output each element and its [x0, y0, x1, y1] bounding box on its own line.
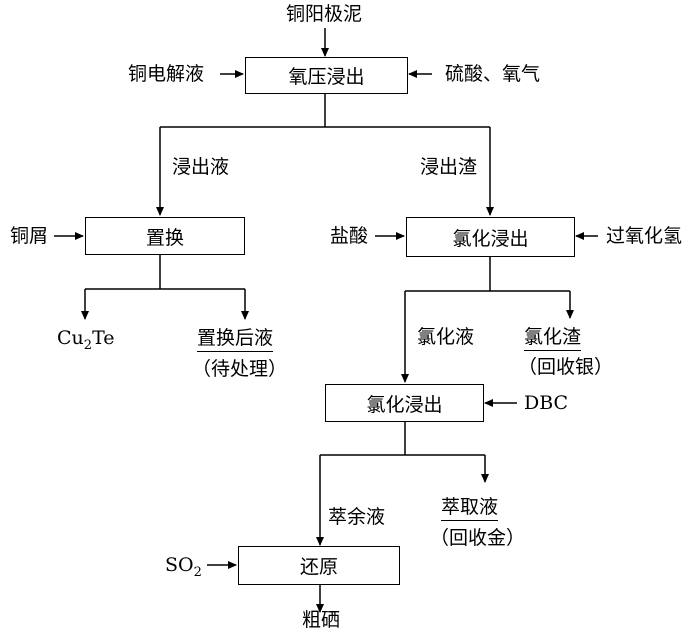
- label-chlorination-liquid: 氯化液: [417, 326, 475, 348]
- label-leachate: 浸出液: [172, 156, 230, 178]
- step-reduction: 还原: [238, 546, 400, 585]
- input-sulfuric-acid-oxygen: 硫酸、氧气: [445, 63, 541, 85]
- output-post-replacement-liquid: 置换后液: [197, 327, 274, 352]
- note-recover-gold: （回收金）: [430, 527, 526, 549]
- step-chlorination-leaching-2: 氯化浸出: [325, 384, 484, 422]
- input-copper-electrolyte: 铜电解液: [128, 63, 205, 85]
- input-so2: SO2: [165, 554, 202, 580]
- step-chlorination-leaching-1: 氯化浸出: [406, 217, 575, 257]
- output-cu2te: Cu2Te: [57, 327, 115, 353]
- output-crude-selenium: 粗硒: [302, 609, 341, 631]
- step-oxygen-pressure-leaching: 氧压浸出: [245, 57, 408, 94]
- note-recover-silver: （回收银）: [518, 356, 614, 378]
- label-raffinate: 萃余液: [328, 506, 386, 528]
- input-dbc: DBC: [524, 392, 569, 414]
- input-hydrogen-peroxide: 过氧化氢: [606, 225, 683, 247]
- output-extract: 萃取液: [441, 496, 499, 521]
- input-copper-scrap: 铜屑: [10, 225, 49, 247]
- input-hydrochloric-acid: 盐酸: [330, 225, 369, 247]
- input-copper-anode-slime: 铜阳极泥: [286, 3, 363, 25]
- step-replacement: 置换: [85, 217, 245, 255]
- output-chlorination-residue: 氯化渣: [524, 326, 582, 351]
- note-pending-treatment: （待处理）: [192, 358, 288, 380]
- label-leach-residue: 浸出渣: [420, 156, 478, 178]
